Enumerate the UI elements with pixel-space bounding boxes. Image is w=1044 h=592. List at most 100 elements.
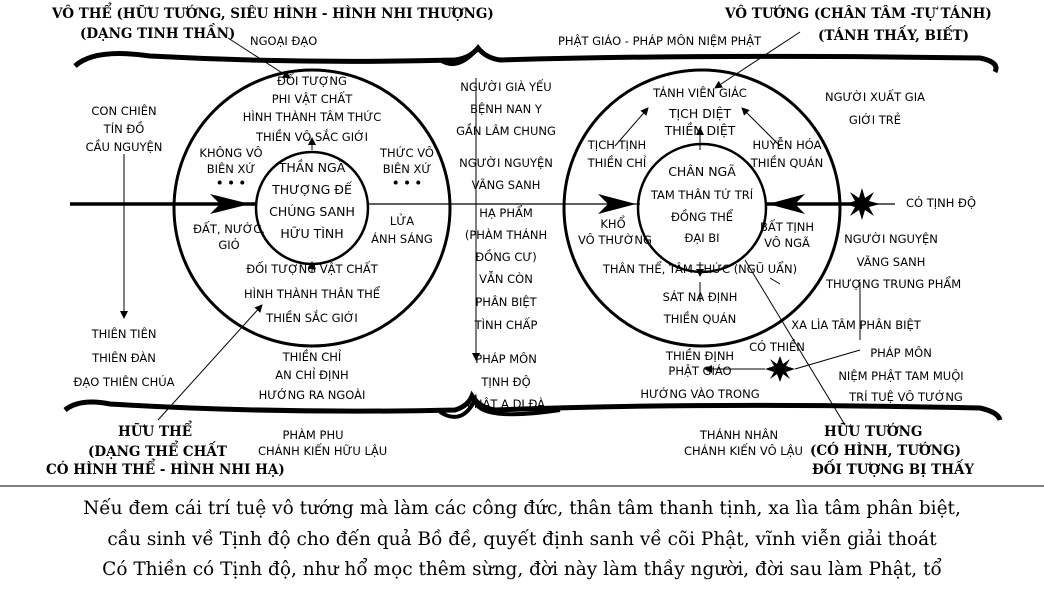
label-tin-do: TÍN ĐỒ: [103, 122, 145, 136]
left-below-3: HƯỚNG RA NGOÀI: [258, 388, 366, 402]
left-center-4: HỮU TÌNH: [280, 226, 344, 241]
label-vang-sanh: VÃNG SANH: [856, 255, 926, 269]
label-nguoi-nguyen: NGƯỜI NGUYỆN: [844, 232, 938, 246]
banner-pham-phu: PHÀM PHU: [282, 428, 344, 442]
label-thuong-trung-pham: THƯỢNG TRUNG PHẨM: [826, 277, 962, 291]
left-below-1: THIỀN CHỈ: [282, 350, 342, 364]
label-thien-tien: THIÊN TIÊN: [91, 327, 157, 341]
mid-5: VÃNG SANH: [471, 178, 541, 192]
mid-6: HẠ PHẨM: [479, 206, 533, 220]
left-khong-vo: KHÔNG VÔ: [199, 146, 263, 160]
label-thien-dan: THIÊN ĐÀN: [92, 351, 156, 365]
right-center-4: ĐẠI BI: [684, 231, 720, 245]
starburst-lower: [765, 356, 795, 382]
banner-chanh-kien-vo-lau: CHÁNH KIẾN VÔ LẬU: [684, 444, 803, 458]
mid-4: NGƯỜI NGUYỆN: [459, 156, 553, 170]
left-thuc-vo: THỨC VÔ: [380, 146, 434, 160]
middle-arrowhead: [598, 194, 636, 214]
left-bottom-3: THIỀN SẮC GIỚI: [266, 311, 358, 325]
header-vo-the: VÔ THỂ (HỮU TƯỚNG, SIÊU HÌNH - HÌNH NHI …: [52, 6, 494, 22]
mid-3: GẦN LÂM CHUNG: [456, 124, 556, 138]
right-top-3: THIỀN DIỆT: [664, 123, 736, 138]
right-bat-tinh: BẤT TỊNH: [759, 220, 815, 234]
banner-chanh-kien-huu-lau: CHÁNH KIẾN HỮU LẬU: [258, 444, 388, 458]
header-huu-tuong-sub2: ĐỐI TƯỢNG BỊ THẤY: [812, 462, 975, 478]
right-huyen-hoa: HUYỄN HÓA: [752, 138, 822, 152]
mid-2: BỆNH NAN Y: [470, 102, 542, 116]
label-phap-mon: PHÁP MÔN: [870, 346, 932, 360]
right-center-3: ĐỒNG THỂ: [670, 210, 734, 224]
left-below-2: AN CHỈ ĐỊNH: [275, 368, 349, 382]
right-thien-chi: THIỀN CHỈ: [587, 156, 647, 170]
left-bien-xu-1: BIÊN XỨ: [206, 162, 256, 176]
left-gio: GIÓ: [218, 238, 240, 252]
right-vo-nga: VÔ NGÃ: [764, 236, 810, 250]
banner-thanh-nhan: THÁNH NHÂN: [699, 428, 779, 442]
mid-9: VẪN CÒN: [479, 272, 533, 286]
header-vo-tuong-sub: (TÁNH THẤY, BIẾT): [818, 28, 969, 44]
right-kho: KHỔ: [600, 217, 626, 231]
right-tich-tinh: TỊCH TỊNH: [587, 138, 647, 152]
right-below-3: HƯỚNG VÀO TRONG: [640, 387, 760, 401]
header-huu-the: HỮU THỂ: [118, 424, 193, 440]
banner-ngoai-dao: NGOẠI ĐẠO: [250, 34, 318, 48]
left-center-2: THƯỢNG ĐẾ: [272, 182, 352, 197]
label-niem-phat: NIỆM PHẬT TAM MUỘI: [838, 369, 964, 383]
label-con-chien: CON CHIÊN: [91, 104, 157, 118]
starburst-right-axis: [844, 188, 880, 220]
right-center-2: TAM THÂN TỨ TRÍ: [650, 188, 754, 202]
label-dao-thien-chua: ĐẠO THIÊN CHÚA: [73, 375, 175, 389]
left-lua: LỬA: [389, 214, 415, 228]
mid-dharma-2: TỊNH ĐỘ: [481, 375, 531, 389]
top-banner-line: [73, 44, 999, 74]
left-bien-xu-2: BIÊN XỨ: [382, 162, 432, 176]
left-center-3: CHÚNG SANH: [269, 204, 355, 219]
right-bottom-2: SÁT NA ĐỊNH: [662, 290, 738, 304]
caption-line-2: cầu sinh về Tịnh độ cho đến quả Bồ đề, q…: [107, 529, 937, 550]
caption-line-3: Có Thiền có Tịnh độ, như hổ mọc thêm sừn…: [102, 559, 942, 580]
left-top-line-4: THIỀN VÔ SẮC GIỚI: [255, 130, 368, 144]
left-top-line-2: PHI VẬT CHẤT: [271, 92, 353, 106]
left-outer-circle: [172, 68, 452, 348]
header-huu-the-sub: (DẠNG THỂ CHẤT: [88, 444, 227, 460]
left-dots-1: • • •: [215, 176, 247, 190]
header-vo-the-sub: (DẠNG TINH THẦN): [80, 26, 236, 42]
left-dat-nuoc: ĐẤT, NƯỚC,: [193, 222, 265, 236]
right-top-2: TỊCH DIỆT: [668, 106, 732, 121]
header-huu-the-sub2: CÓ HÌNH THỂ - HÌNH NHI HẠ): [46, 462, 285, 478]
left-bottom-1: ĐỐI TƯỢNG VẬT CHẤT: [246, 262, 378, 276]
mid-dharma-1: PHÁP MÔN: [475, 352, 537, 366]
left-center-1: THẦN NGÃ: [278, 160, 346, 175]
mid-10: PHÂN BIỆT: [475, 295, 537, 309]
mid-7: (PHÀM THÁNH: [464, 228, 548, 242]
label-nguoi-xuat-gia: NGƯỜI XUẤT GIA: [825, 90, 925, 104]
right-vo-thuong: VÔ THƯỜNG: [578, 233, 652, 247]
mid-dharma-3: PHẬT A DI ĐÀ: [466, 397, 546, 411]
left-arrowhead: [210, 194, 250, 214]
left-dots-2: • • •: [391, 176, 423, 190]
label-cau-nguyen: CẦU NGUYỆN: [85, 140, 163, 154]
right-arrowhead: [768, 194, 805, 214]
label-co-tinh-do: CÓ TỊNH ĐỘ: [905, 196, 977, 210]
mid-8: ĐỒNG CƯ): [475, 250, 537, 264]
header-vo-tuong: VÔ TƯỚNG (CHÂN TÂM -TỰ TÁNH): [725, 6, 992, 22]
right-below-2: PHẬT GIÁO: [668, 364, 732, 378]
label-co-thien: CÓ THIỀN: [749, 340, 805, 354]
caption-line-1: Nếu đem cái trí tuệ vô tướng mà làm các …: [83, 498, 961, 519]
left-top-line-3: HÌNH THÀNH TÂM THỨC: [242, 110, 382, 124]
mid-1: NGƯỜI GIÀ YẾU: [460, 80, 552, 94]
right-outer-circle: [562, 68, 842, 348]
left-anh-sang: ÁNH SÁNG: [371, 232, 433, 246]
banner-phat-giao: PHẬT GIÁO - PHÁP MÔN NIỆM PHẬT: [558, 34, 762, 48]
header-huu-tuong-sub: (CÓ HÌNH, TƯỚNG): [810, 443, 961, 459]
right-bottom-1: THÂN THỂ, TÂM THỨC (NGŨ UẨN): [602, 262, 798, 276]
label-xa-lia: XA LÌA TÂM PHÂN BIỆT: [791, 318, 921, 332]
mid-11: TÌNH CHẤP: [474, 318, 538, 332]
header-huu-tuong: HỮU TƯỚNG: [824, 424, 923, 440]
right-below-1: THIỀN ĐỊNH: [665, 349, 735, 363]
label-tri-tue: TRÍ TUỆ VÔ TƯỚNG: [849, 390, 963, 404]
left-bottom-2: HÌNH THÀNH THÂN THỂ: [243, 287, 381, 301]
right-top-1: TÁNH VIÊN GIÁC: [653, 86, 747, 100]
